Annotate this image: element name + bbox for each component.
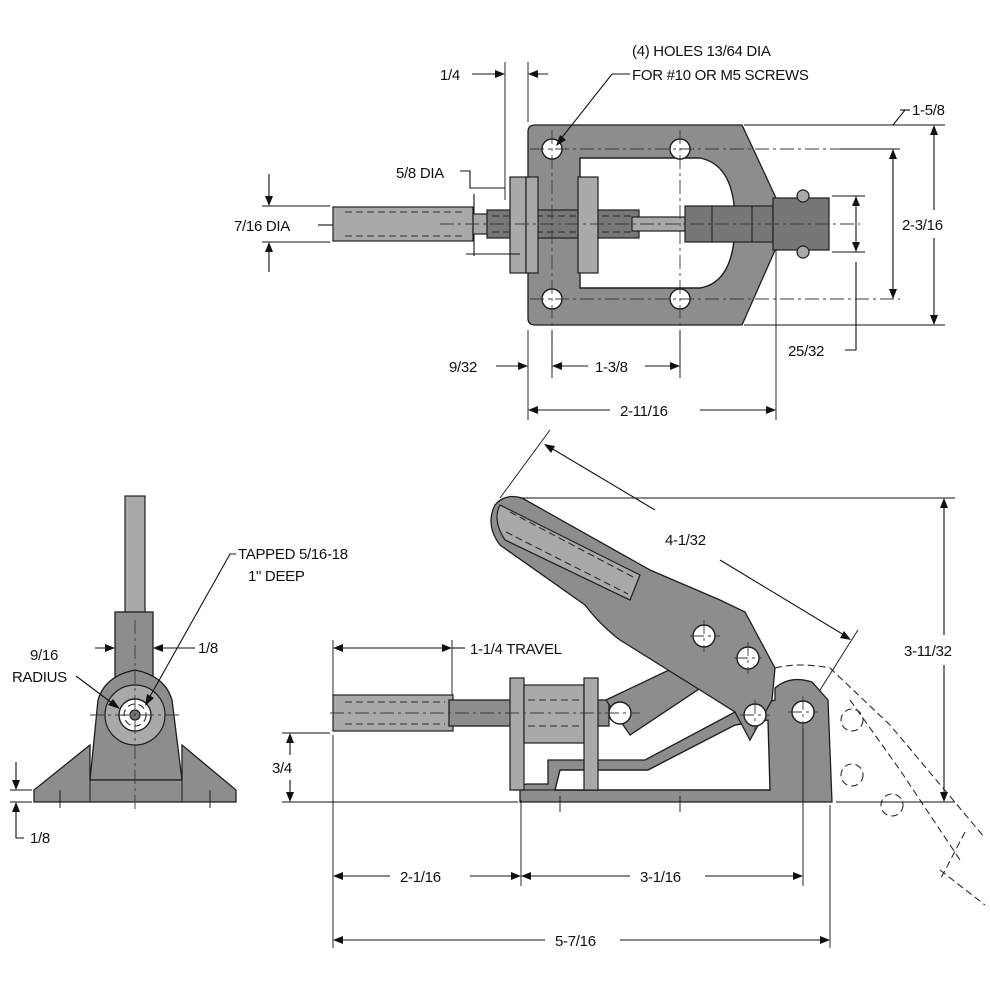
- radius-note-line1: 9/16: [30, 647, 58, 664]
- dim-overall: 5-7/16: [555, 933, 596, 950]
- tapped-note-line2: 1" DEEP: [248, 568, 305, 585]
- dim-three-quarters: 3/4: [272, 760, 292, 777]
- dim-one-three-eighths: 1-3/8: [595, 359, 628, 376]
- dim-height: 3-11/32: [904, 643, 952, 660]
- top-view: [332, 124, 900, 370]
- side-view: [330, 495, 986, 906]
- top-view-guide-block: [509, 176, 527, 274]
- dim-one-eighth-bottom: 1/8: [30, 830, 50, 847]
- dim-one-five-eighths: 1-5/8: [912, 102, 945, 119]
- holes-note-line1: (4) HOLES 13/64 DIA: [632, 43, 771, 60]
- top-view-dimensions: 1/4 (4) HOLES 13/64 DIA FOR #10 OR M5 SC…: [234, 43, 945, 420]
- dim-nine-thirty-seconds: 9/32: [449, 359, 477, 376]
- dim-handle-length: 4-1/32: [665, 532, 706, 549]
- side-view-phantom-position: [774, 664, 986, 839]
- dim-seven-sixteenths-dia: 7/16 DIA: [234, 218, 290, 235]
- dim-twenty-five-thirty-seconds: 25/32: [788, 343, 824, 360]
- side-view-guide: [509, 677, 525, 791]
- dim-travel: 1-1/4 TRAVEL: [470, 641, 562, 658]
- holes-note-line2: FOR #10 OR M5 SCREWS: [632, 67, 809, 84]
- dim-two-three-sixteenths: 2-3/16: [902, 217, 943, 234]
- dim-three-one-sixteenth: 3-1/16: [640, 869, 681, 886]
- dim-two-one-sixteenth: 2-1/16: [400, 869, 441, 886]
- side-view-dimensions: 4-1/32 1-1/4 TRAVEL 3-11/32 3/4 2-1: [272, 429, 955, 950]
- dim-quarter: 1/4: [440, 67, 460, 84]
- end-view-dimensions: TAPPED 5/16-18 1" DEEP 9/16 RADIUS 1/8 1…: [10, 546, 348, 847]
- dim-five-eighths-dia: 5/8 DIA: [396, 165, 444, 182]
- end-view: [33, 495, 237, 810]
- radius-note-line2: RADIUS: [12, 669, 67, 686]
- dim-two-eleven-sixteenths: 2-11/16: [620, 403, 668, 420]
- tapped-note-line1: TAPPED 5/16-18: [238, 546, 348, 563]
- end-view-handle: [124, 495, 146, 617]
- dim-one-eighth-top: 1/8: [198, 640, 218, 657]
